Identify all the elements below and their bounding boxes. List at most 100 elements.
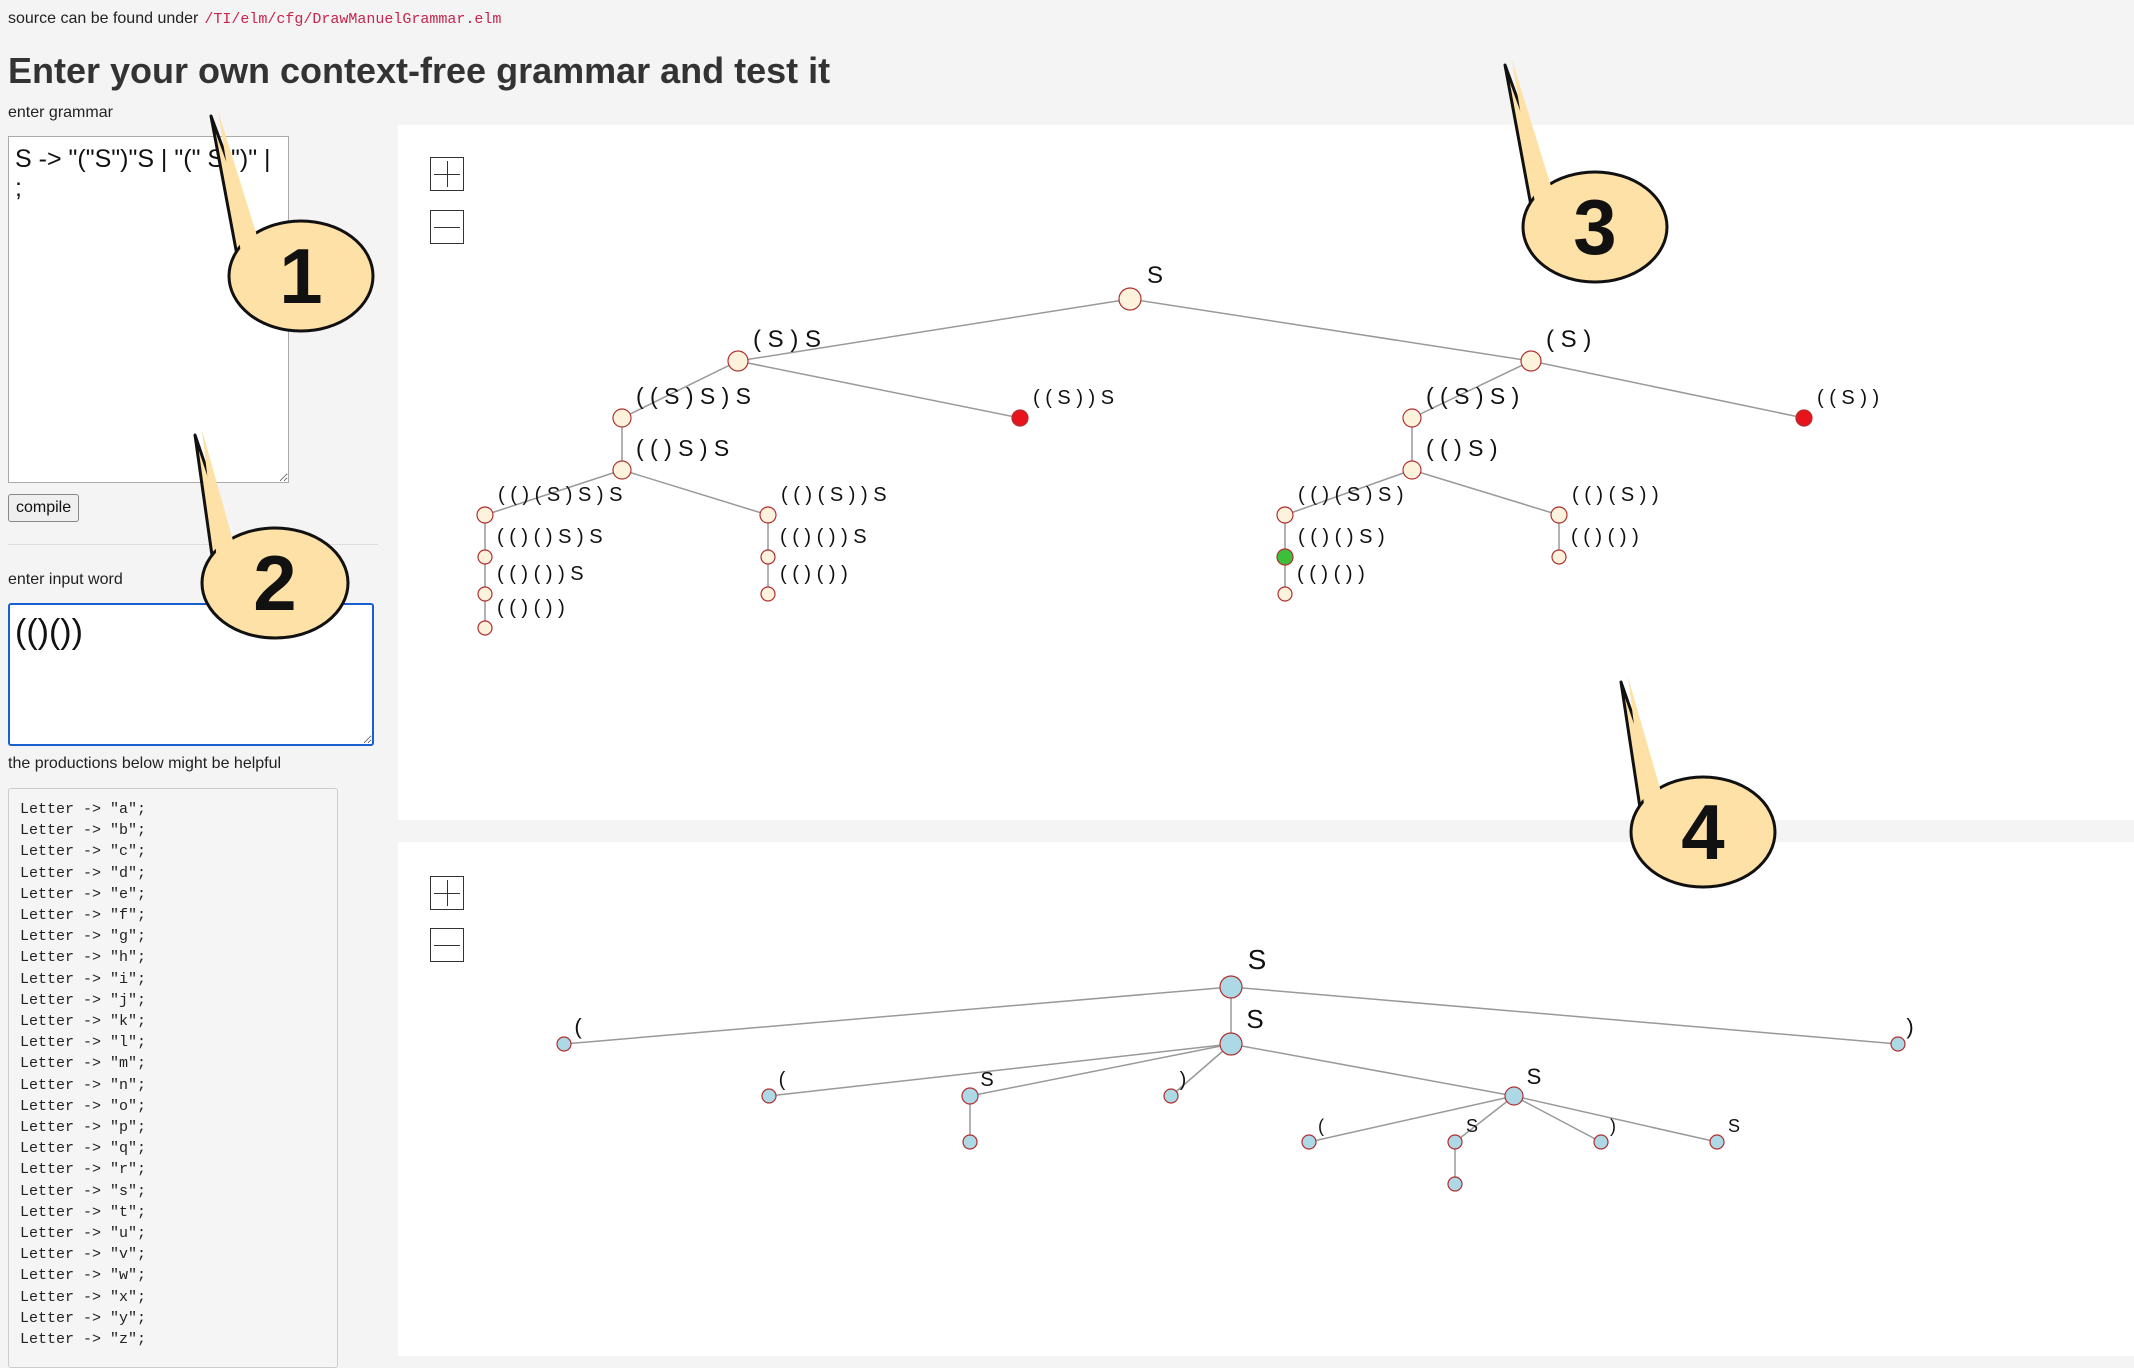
derivation-node[interactable] [1890, 1036, 1906, 1052]
tree-node-label: ( ( ) ( ) ) [1571, 526, 1639, 548]
search-tree[interactable]: S ( S ) S ( S ) ( ( S ) S ) S ( ( S ) ) S ( (… [398, 125, 2134, 820]
derivation-node[interactable] [962, 1134, 978, 1150]
derivation-node[interactable] [1219, 975, 1243, 999]
tree-node[interactable] [1795, 409, 1813, 427]
tree-node-label: ( ( ) ( ) ) [497, 597, 565, 619]
tree-node-label: ( ( ) ( S ) ) S [781, 484, 887, 506]
tree-node[interactable] [476, 506, 494, 524]
tree-node[interactable] [1276, 548, 1294, 566]
derivation-node[interactable] [1301, 1134, 1317, 1150]
tree-edge [484, 469, 623, 516]
derivation-edge [1513, 1095, 1602, 1143]
derivation-node[interactable] [556, 1036, 572, 1052]
production-item: Letter -> "o"; [20, 1097, 147, 1115]
zoom-in-button[interactable] [430, 876, 464, 910]
tree-edge [1129, 298, 1532, 362]
tree-node[interactable] [477, 586, 493, 602]
source-line: source can be found under/TI/elm/cfg/Dra… [8, 10, 501, 28]
production-item: Letter -> "d"; [20, 864, 147, 882]
tree-node[interactable] [612, 408, 632, 428]
derivation-node[interactable] [1593, 1134, 1609, 1150]
zoom-in-button[interactable] [430, 157, 464, 191]
derivation-node[interactable] [1709, 1134, 1725, 1150]
production-item: Letter -> "w"; [20, 1267, 147, 1285]
tree-node[interactable] [1402, 460, 1422, 480]
tree-node[interactable] [759, 506, 777, 524]
production-item: Letter -> "i"; [20, 970, 147, 988]
tree-node-label: ( S ) [1546, 326, 1591, 353]
production-item: Letter -> "y"; [20, 1309, 147, 1327]
tree-node-label: ( ( ) ( ) ) [780, 563, 848, 585]
derivation-edge [1308, 1095, 1515, 1143]
tree-node-label: ( S ) S [753, 326, 821, 353]
derivation-node[interactable] [961, 1087, 979, 1105]
tree-node-label: ( ( S ) ) S [1033, 387, 1114, 409]
derivation-node-label: ) [1610, 1116, 1616, 1136]
grammar-input[interactable]: S -> "("S")"S | "(" S ")" | ; [8, 136, 289, 483]
production-item: Letter -> "j"; [20, 991, 147, 1009]
tree-node[interactable] [1118, 287, 1142, 311]
tree-node[interactable] [1276, 506, 1294, 524]
derivation-node[interactable] [1163, 1088, 1179, 1104]
source-prefix: source can be found under [8, 10, 199, 27]
production-item: Letter -> "c"; [20, 843, 147, 861]
tree-node[interactable] [1402, 408, 1422, 428]
production-item: Letter -> "q"; [20, 1140, 147, 1158]
tree-edge [737, 360, 1021, 419]
tree-node[interactable] [1551, 549, 1567, 565]
tree-edge [1411, 360, 1532, 419]
derivation-node-label: S [1466, 1116, 1478, 1136]
production-item: Letter -> "z"; [20, 1331, 147, 1349]
derivation-tree-panel[interactable]: S(S)(S)S(S)S [398, 842, 2134, 1356]
tree-node[interactable] [1011, 409, 1029, 427]
derivation-node-label: ( [1318, 1116, 1324, 1136]
compile-button[interactable]: compile [8, 494, 80, 522]
derivation-node-label: ( [574, 1014, 582, 1039]
tree-edge [1530, 360, 1805, 419]
production-item: Letter -> "r"; [20, 1161, 147, 1179]
tree-node[interactable] [760, 549, 776, 565]
tree-node-label: ( ( ) ( S ) S ) S [498, 484, 622, 506]
tree-node-label: ( ( ) ( ) S ) S [497, 526, 603, 548]
tree-node[interactable] [612, 460, 632, 480]
tree-node[interactable] [760, 586, 776, 602]
tree-node-label: ( ( S ) S ) S [636, 383, 751, 409]
productions-label: the productions below might be helpful [8, 755, 282, 772]
derivation-node-label: ( [779, 1069, 786, 1091]
production-item: Letter -> "t"; [20, 1203, 147, 1221]
tree-node[interactable] [477, 549, 493, 565]
tree-edge [1411, 469, 1560, 516]
derivation-edge [1230, 1043, 1515, 1097]
derivation-tree[interactable]: S(S)(S)S(S)S [398, 842, 2134, 1356]
derivation-node-label: S [1248, 944, 1267, 975]
derivation-node[interactable] [1504, 1086, 1524, 1106]
tree-node[interactable] [1520, 350, 1542, 372]
production-item: Letter -> "n"; [20, 1076, 147, 1094]
production-item: Letter -> "s"; [20, 1182, 147, 1200]
page-title: Enter your own context-free grammar and … [8, 50, 831, 91]
derivation-node[interactable] [1447, 1134, 1463, 1150]
production-item: Letter -> "p"; [20, 1119, 147, 1137]
derivation-edge [969, 1043, 1232, 1097]
production-item: Letter -> "g"; [20, 928, 147, 946]
zoom-out-button[interactable] [430, 928, 464, 962]
tree-node-label: S [1147, 262, 1163, 289]
tree-node-label: ( ( ) S ) [1426, 435, 1498, 461]
tree-node-label: ( ( ) ( S ) ) [1572, 484, 1659, 506]
tree-node[interactable] [477, 620, 493, 636]
input-word-field[interactable]: (()()) [8, 603, 374, 746]
search-tree-panel[interactable]: S ( S ) S ( S ) ( ( S ) S ) S ( ( S ) ) S ( (… [398, 125, 2134, 820]
tree-node[interactable] [1277, 586, 1293, 602]
zoom-out-button[interactable] [430, 210, 464, 244]
tree-node[interactable] [727, 350, 749, 372]
production-item: Letter -> "l"; [20, 1034, 147, 1052]
derivation-node[interactable] [761, 1088, 777, 1104]
tree-node[interactable] [1550, 506, 1568, 524]
productions-list: Letter -> "a";Letter -> "b";Letter -> "c… [8, 788, 338, 1368]
derivation-node[interactable] [1219, 1032, 1243, 1056]
derivation-node-label: ) [1180, 1069, 1187, 1091]
tree-node-label: ( ( ) ( ) S ) [1298, 526, 1385, 548]
derivation-node[interactable] [1447, 1176, 1463, 1192]
production-item: Letter -> "b"; [20, 822, 147, 840]
production-item: Letter -> "x"; [20, 1288, 147, 1306]
